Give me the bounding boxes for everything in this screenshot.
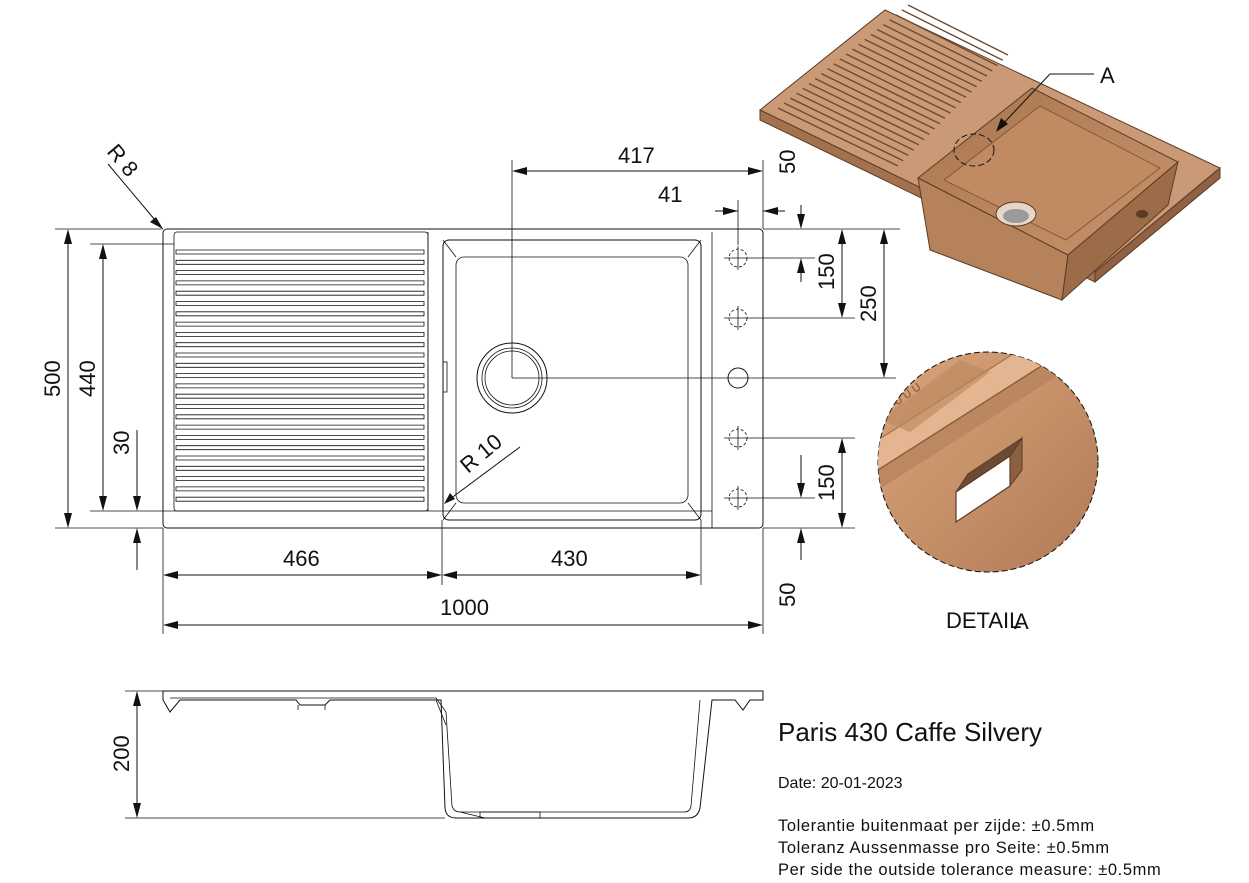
- isometric-groove: [814, 77, 930, 135]
- radius-inner-label: R 10: [455, 429, 507, 478]
- isometric-drainer-grooves: [777, 4, 1009, 167]
- drainer-groove: [175, 290, 425, 296]
- drainer-groove: [175, 362, 425, 368]
- dim-tap-spacing-bottom: 150: [814, 464, 839, 501]
- isometric-groove: [907, 4, 1009, 56]
- isometric-groove: [864, 38, 972, 93]
- drainer-groove: [175, 352, 425, 358]
- dim-drainer-width: 466: [283, 546, 320, 571]
- drainer-groove: [175, 249, 425, 255]
- isometric-groove: [790, 97, 909, 157]
- dim-top-offset: 50: [775, 150, 800, 174]
- isometric-groove: [895, 14, 998, 67]
- drainer-groove: [175, 270, 425, 275]
- bowl-inner: [455, 256, 689, 504]
- tolerance-nl: Tolerantie buitenmaat per zijde: ±0.5mm: [778, 817, 1095, 835]
- drainer-groove: [175, 486, 425, 492]
- detail-a: U U U U DETAIL A: [877, 351, 1099, 634]
- dim-bowl-width: 430: [551, 546, 588, 571]
- drainer-groove: [175, 496, 425, 502]
- isometric-groove: [783, 102, 904, 162]
- drainer-groove: [175, 476, 425, 481]
- isometric-groove: [845, 53, 956, 109]
- isometric-groove: [858, 43, 967, 98]
- drainer-groove: [175, 393, 425, 399]
- isometric-groove: [889, 19, 993, 72]
- isometric-groove: [777, 107, 899, 167]
- isometric-groove: [796, 92, 915, 151]
- dim-bottom-offset: 50: [775, 583, 800, 607]
- product-title: Paris 430 Caffe Silvery: [778, 717, 1042, 747]
- isometric-groove: [851, 48, 962, 104]
- drainer-groove: [175, 342, 425, 348]
- drainer-area: [173, 231, 429, 512]
- dim-tap-inset: 41: [658, 182, 682, 207]
- drainer-groove: [175, 321, 425, 327]
- drainer-groove: [175, 383, 425, 389]
- dim-bottom-margin: 30: [109, 431, 134, 455]
- drainer-groove: [175, 332, 425, 337]
- isometric-groove: [833, 63, 946, 120]
- drainer-groove: [175, 301, 425, 306]
- isometric-groove: [870, 33, 977, 88]
- isometric-view: A: [759, 4, 1221, 302]
- top-view: R 8 R 10 466 430 1000 417: [40, 139, 900, 634]
- isometric-groove: [827, 68, 941, 125]
- drainer-groove: [175, 455, 425, 461]
- radius-outer-label: R 8: [102, 139, 143, 181]
- tolerance-en: Per side the outside tolerance measure: …: [778, 861, 1162, 879]
- drainer-groove: [175, 404, 425, 409]
- detail-label-letter: A: [1014, 609, 1029, 634]
- dim-drain-offset: 417: [618, 143, 655, 168]
- isometric-groove: [882, 23, 988, 77]
- isometric-groove: [876, 28, 983, 83]
- sink-outline: [162, 228, 764, 529]
- isometric-groove: [901, 9, 1004, 61]
- drainer-groove: [175, 414, 425, 420]
- isometric-groove: [802, 87, 920, 146]
- isometric-groove: [808, 82, 925, 141]
- isometric-groove: [839, 58, 951, 114]
- tolerance-de: Toleranz Aussenmasse pro Seite: ±0.5mm: [778, 839, 1110, 857]
- drawing-date: Date: 20-01-2023: [778, 775, 903, 792]
- isometric-groove: [821, 73, 935, 130]
- dim-inner-depth: 440: [75, 360, 100, 397]
- dim-overall-width: 1000: [440, 595, 489, 620]
- detail-label: DETAIL: [946, 608, 1021, 633]
- drainer-groove: [175, 445, 425, 451]
- detail-callout: A: [1100, 63, 1115, 88]
- drainer-groove: [175, 435, 425, 440]
- dim-bowl-height: 200: [109, 735, 134, 772]
- side-view: 200: [109, 690, 764, 819]
- drainer-groove: [175, 373, 425, 378]
- drainer-grooves: [175, 249, 425, 502]
- dim-tap-spacing-top: 150: [814, 253, 839, 290]
- drainer-groove: [175, 259, 425, 265]
- drainer-groove: [175, 311, 425, 317]
- drainer-groove: [175, 280, 425, 286]
- drainer-groove: [175, 465, 425, 471]
- dim-tap-center-height: 250: [856, 285, 881, 322]
- dim-overall-depth: 500: [40, 360, 65, 397]
- drainer-groove: [175, 424, 425, 430]
